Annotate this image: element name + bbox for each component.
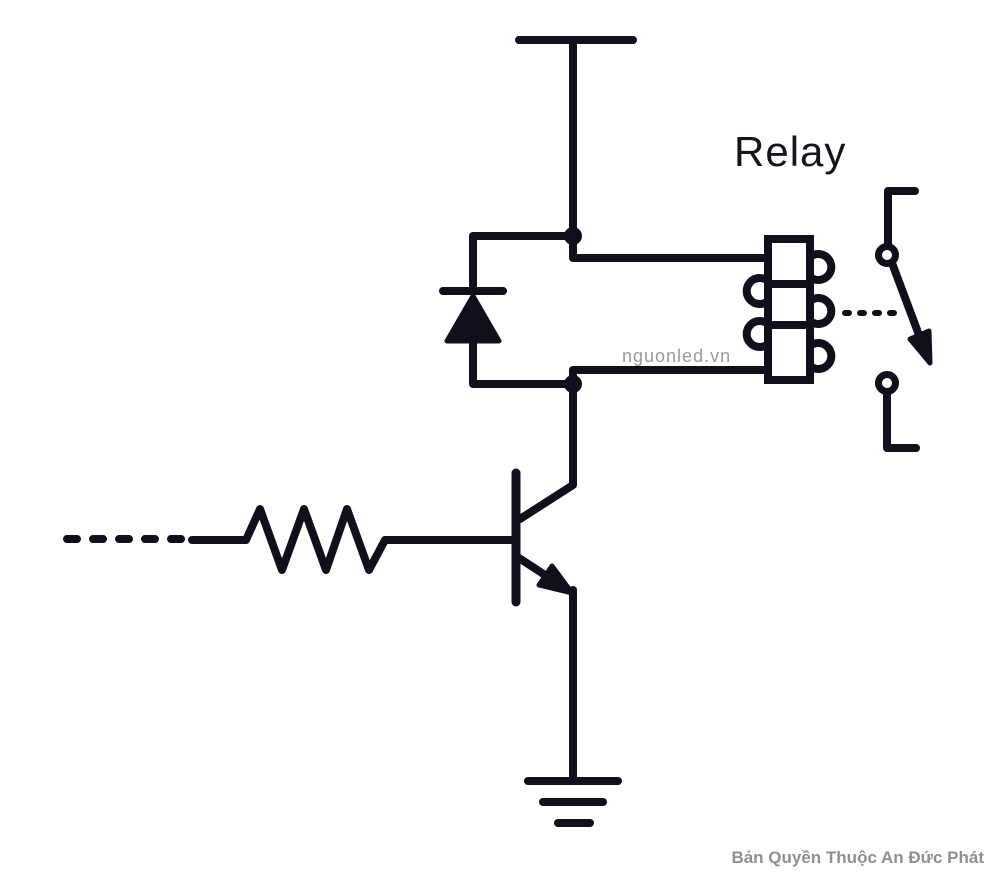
switch-arm-arrowhead-icon xyxy=(907,328,933,366)
relay-switch-icon xyxy=(842,187,933,452)
switch-arm xyxy=(888,259,923,339)
switch-bottom-lead xyxy=(883,388,920,452)
ground-icon xyxy=(524,777,622,827)
diode-cathode-wire xyxy=(469,232,577,292)
coil-top-wire xyxy=(569,232,774,262)
emitter-arrowhead-icon xyxy=(536,563,575,596)
relay-label: Relay xyxy=(734,128,847,175)
base-resistor-icon xyxy=(188,505,516,574)
watermark-text: nguonled.vn xyxy=(622,346,732,366)
diode-anode-wire xyxy=(469,334,577,388)
switch-top-lead xyxy=(884,187,919,250)
coil-bottom-wire xyxy=(569,366,774,388)
collector-wire xyxy=(516,380,577,523)
npn-transistor-icon xyxy=(511,468,575,607)
relay-coil-icon xyxy=(742,235,836,384)
copyright-text: Bản Quyền Thuộc An Đức Phát xyxy=(731,848,984,867)
